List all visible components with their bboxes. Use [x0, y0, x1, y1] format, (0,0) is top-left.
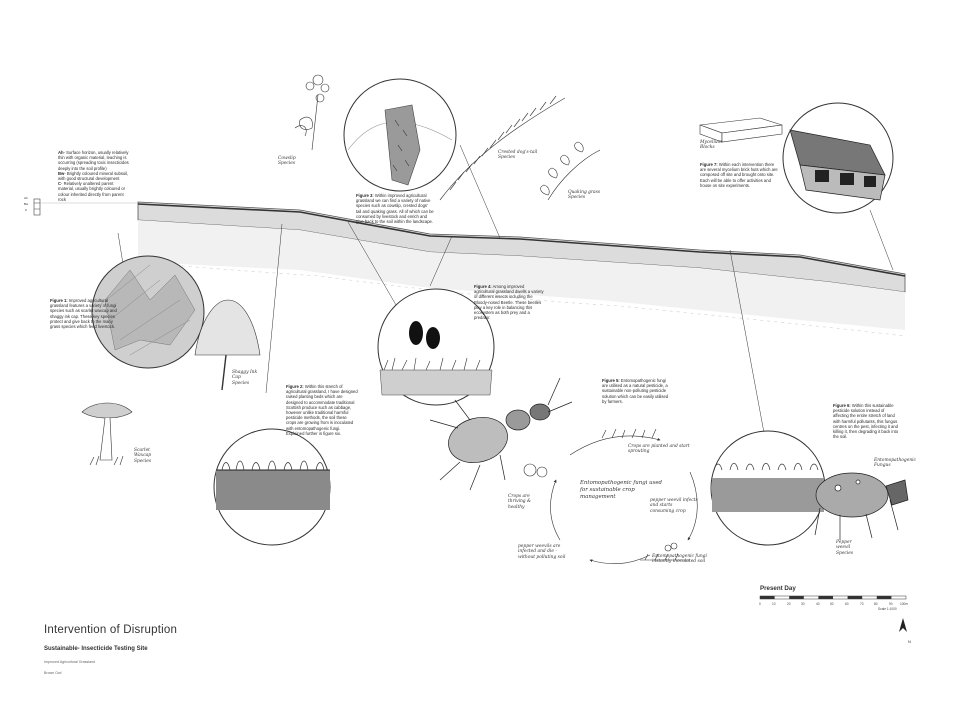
- shaggy-label: Shaggy Ink Cap Species: [232, 370, 258, 386]
- soil-profile-column: [33, 198, 138, 216]
- figure-1-caption: Figure 1: Improved agricultural grasslan…: [50, 298, 117, 330]
- scale-tick-40: 40: [816, 602, 820, 606]
- soil-legend-c: C- Relatively unaltered parent material,…: [58, 181, 126, 202]
- scale-tick-60: 60: [845, 602, 849, 606]
- entomo-label: Entomopathogenic Fungus: [874, 458, 917, 469]
- crested-dogstail-sketch: [439, 95, 566, 201]
- scale-tick-50: 50: [830, 602, 834, 606]
- soil-legend-bw: Bw- Brightly coloured mineral subsoil, w…: [58, 170, 129, 182]
- vignette-cowslip-meadow: [343, 78, 457, 192]
- author: Brown Owl: [44, 671, 62, 675]
- vignette-beetle-silhouettes: [377, 288, 495, 406]
- figure-3-caption: Figure 3: Within improved agricultural g…: [356, 193, 434, 225]
- pepper-label: Pepper weevil Species: [836, 540, 854, 556]
- shaggy-ink-cap-sketch: [194, 299, 261, 391]
- soil-marker-c: C: [25, 208, 28, 212]
- sheet-title: Intervention of Disruption: [44, 624, 178, 636]
- soil-legend-ah: Ah- Surface horizon, usually relatively …: [58, 150, 129, 171]
- quaking-grass-sketch: [540, 141, 601, 201]
- cycle-step-3: Entomopathogenic fungi instantly inocula…: [652, 554, 707, 565]
- soil-marker-bw: Bw: [24, 202, 29, 206]
- north-label: N: [908, 639, 911, 644]
- cycle-step-1: Crops are planted and start sprouting: [628, 444, 690, 455]
- beetle-drawing: [429, 377, 573, 491]
- cowslip-sketch: [294, 74, 330, 151]
- lifecycle-ring: [523, 428, 698, 564]
- vignette-raised-beds: [213, 428, 331, 546]
- north-arrow-icon: [899, 618, 907, 632]
- sheet-subtitle: Sustainable- Insecticide Testing Site: [44, 646, 148, 652]
- scale-bar: [759, 595, 907, 600]
- mycelium-label: Mycelium Blocks: [700, 140, 722, 151]
- cycle-step-5: Crops are thriving & healthy: [508, 494, 531, 510]
- scale-tick-20: 20: [787, 602, 791, 606]
- scale-tick-90: 90: [889, 602, 893, 606]
- weevil-drawing: [814, 472, 909, 540]
- crested-label: Crested dog's-tail Species: [498, 150, 538, 161]
- leader-lines: [117, 144, 894, 466]
- vignette-mycelium-huts: [782, 102, 894, 214]
- site-type: Improved Agricultural Grassland: [44, 660, 96, 664]
- figure-7-caption: Figure 7: Within each intervention there…: [700, 162, 778, 188]
- present-day-heading: Present Day: [760, 585, 796, 592]
- scale-tick-100: 100m: [900, 602, 908, 606]
- cycle-step-2: pepper weevil infects and starts consumi…: [650, 498, 698, 514]
- scale-tick-0: 0: [759, 602, 761, 606]
- scarlet-waxcap-sketch: [81, 402, 133, 466]
- soil-legend: Ah- Surface horizon, usually relatively …: [58, 150, 130, 202]
- cycle-step-4: pepper weevils are infected and die - wi…: [518, 544, 566, 560]
- scale-tick-10: 10: [772, 602, 776, 606]
- scarlet-label: Scarlet Waxcap Species: [134, 448, 152, 464]
- vignette-fungi-closeup: [91, 255, 205, 369]
- scale-tick-80: 80: [874, 602, 878, 606]
- figure-6-caption: Figure 6: Within this sustainable pestic…: [833, 403, 899, 440]
- soil-marker-ah: Ah: [24, 196, 28, 200]
- cycle-center: Entomopathogenic fungi used for sustaina…: [580, 480, 662, 500]
- vignette-fungus-soil: [710, 430, 826, 546]
- figure-4-caption: Figure 4: Among improved agricultural gr…: [474, 284, 544, 321]
- figure-2-caption: Figure 2: Within this stretch of agricul…: [286, 384, 358, 436]
- scale-tick-30: 30: [801, 602, 805, 606]
- mycelium-block-sketch: [699, 117, 783, 143]
- scale-ratio: Scale 1:1000: [878, 607, 897, 611]
- scale-tick-70: 70: [860, 602, 864, 606]
- quaking-label: Quaking grass Species: [568, 190, 601, 201]
- cowslip-label: Cowslip Species: [278, 156, 296, 167]
- figure-5-caption: Figure 5: Entomopathogenic fungi are uti…: [602, 378, 669, 404]
- ground-section: [137, 201, 906, 337]
